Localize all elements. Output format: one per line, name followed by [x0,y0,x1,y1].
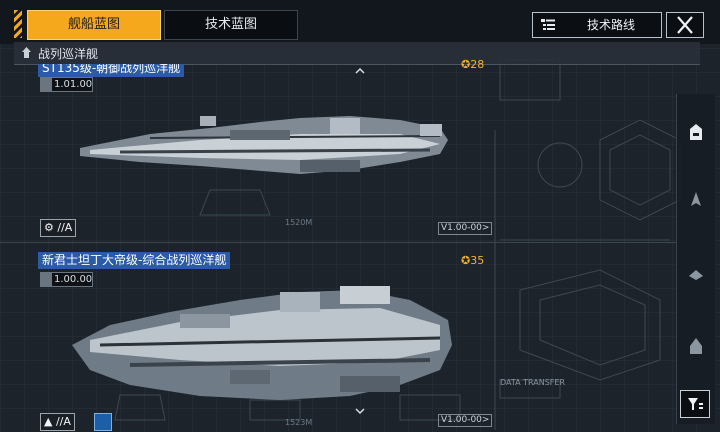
category-bar[interactable]: 战列巡洋舰 [14,42,700,65]
ship-rank-badge: ▲ //A [40,413,75,431]
sidebar-item-carrier[interactable] [687,338,705,354]
close-button[interactable] [666,12,704,38]
category-label: 战列巡洋舰 [38,47,99,61]
hazard-stripe-icon [14,10,22,38]
scroll-down-icon[interactable] [350,404,370,418]
ship-rank-badge: ⚙ //A [40,219,77,237]
ship-type-sidebar [676,94,715,424]
scroll-up-icon[interactable] [350,64,370,78]
tab-tech-blueprint[interactable]: 技术蓝图 [164,10,298,40]
module-icon [94,413,112,431]
ship-title: ST135级-朝御战列巡洋舰 [38,64,185,77]
ship-cost: ✪35 [461,254,485,267]
top-bar: 舰船蓝图 技术蓝图 技术路线 [0,0,720,44]
filter-button[interactable] [680,390,710,418]
row-divider [0,242,676,243]
ship-version: V1.00-00> [438,222,493,235]
tech-route-label: 技术路线 [587,18,636,32]
cost-icon: ✪ [461,254,471,267]
sidebar-item-battlecruiser[interactable] [687,124,705,140]
tab-ship-blueprint[interactable]: 舰船蓝图 [27,10,161,40]
ship-dimension: 1520M [285,218,313,227]
filter-icon [688,398,703,410]
rank-icon: ▲ [44,415,53,428]
ship-version: V1.00-00> [438,414,493,427]
ship-class-icon [22,47,31,58]
cost-icon: ✪ [461,58,471,71]
gear-icon: ⚙ [44,221,54,234]
stat-icon [41,78,52,91]
list-icon [541,19,555,30]
ship-1-select-area[interactable] [40,100,480,210]
ship-title: 新君士坦丁大帝级-综合战列巡洋舰 [38,252,231,269]
ship-stat: 1.01.00 [40,77,94,92]
ship-cost: ✪28 [461,58,485,71]
close-icon [677,16,693,34]
data-transfer-label: DATA TRANSFER [500,378,566,387]
sidebar-item-cruiser[interactable] [687,192,705,208]
ship-2-select-area[interactable] [40,290,480,408]
tech-route-button[interactable]: 技术路线 [532,12,662,38]
sidebar-item-destroyer[interactable] [687,266,705,282]
ship-dimension: 1523M [285,418,313,427]
ship-stat: 1.00.00 [40,272,94,287]
stat-icon [41,273,52,286]
